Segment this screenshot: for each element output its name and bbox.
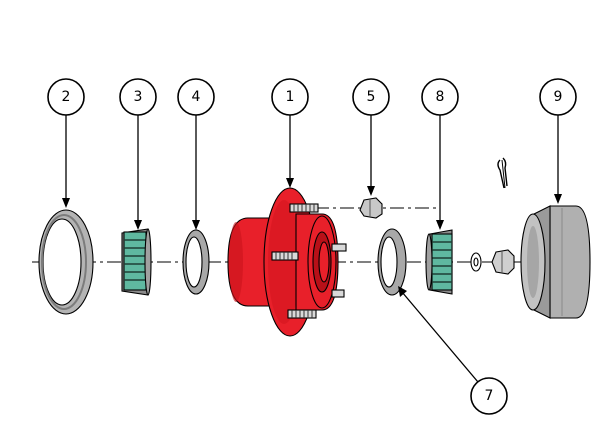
part-3-bearing-cone [121, 228, 152, 296]
part-4-bearing-cup [182, 229, 210, 295]
callout-9: 9 [539, 78, 577, 116]
callout-8: 8 [421, 78, 459, 116]
callout-1-label: 1 [286, 89, 295, 105]
callout-8-label: 8 [436, 89, 445, 105]
part-5-lug-nut [359, 197, 383, 219]
callout-7: 7 [470, 377, 508, 415]
part-7-bearing-cup [377, 228, 407, 296]
washer [470, 252, 482, 272]
callout-7-label: 7 [485, 388, 494, 404]
wheel-studs [271, 203, 347, 319]
part-9-dust-cap [520, 205, 591, 319]
spindle-nut [491, 249, 515, 275]
part-8-bearing-cone [425, 229, 453, 295]
callout-2: 2 [47, 78, 85, 116]
callout-5-label: 5 [367, 89, 376, 105]
callout-2-label: 2 [62, 89, 71, 105]
leader-lines [62, 115, 562, 383]
callout-5: 5 [352, 78, 390, 116]
cotter-pin [497, 157, 508, 189]
callout-4: 4 [177, 78, 215, 116]
part-2-race-ring [38, 209, 94, 315]
callout-3-label: 3 [134, 89, 143, 105]
callout-1: 1 [271, 78, 309, 116]
callout-9-label: 9 [554, 89, 563, 105]
callout-3: 3 [119, 78, 157, 116]
callout-4-label: 4 [192, 89, 201, 105]
part-1-hub [227, 187, 347, 337]
